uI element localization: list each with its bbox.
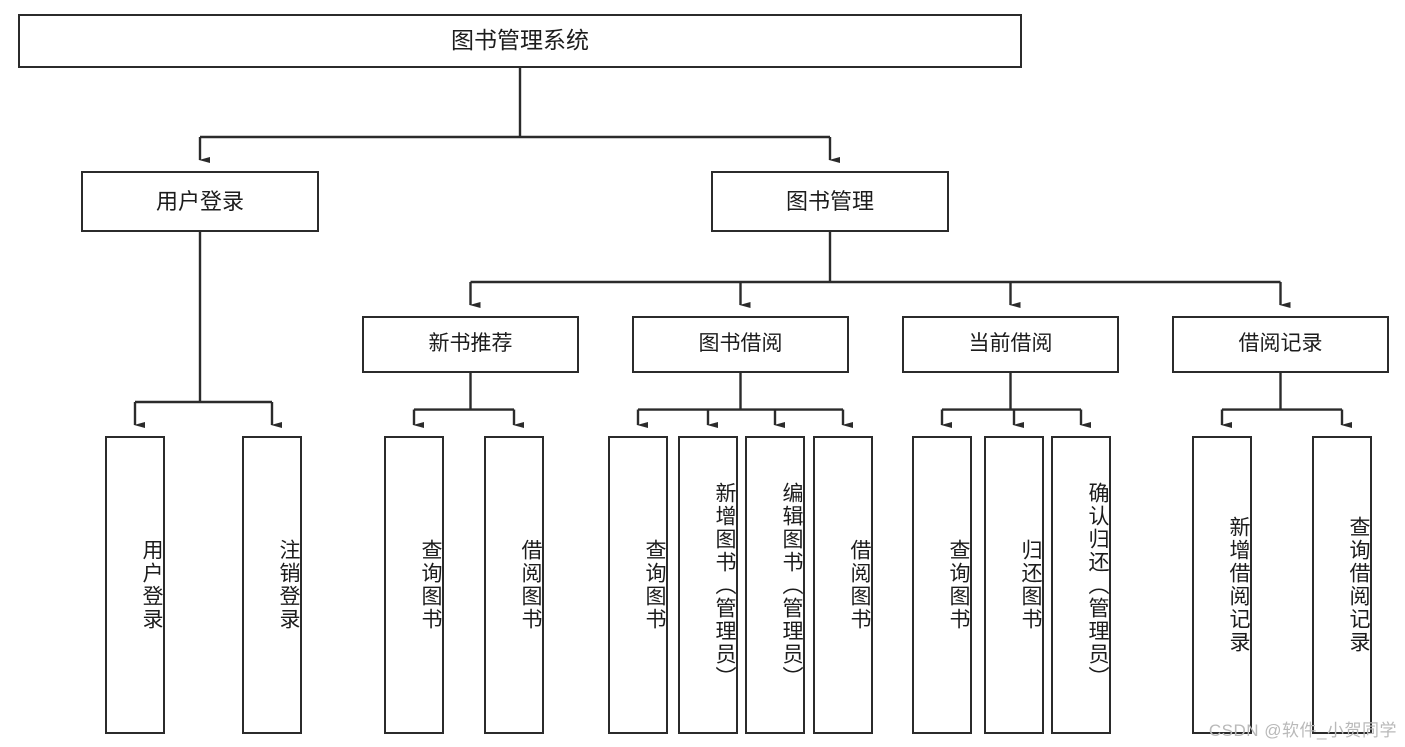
node-leaf-add-book-label: 新增图书（管理员） <box>713 481 736 689</box>
node-leaf-edit-book[interactable]: 编辑图书（管理员） <box>745 436 805 734</box>
node-new-book-recommend-label: 新书推荐 <box>428 332 513 356</box>
node-borrow-record-label: 借阅记录 <box>1238 332 1323 356</box>
node-leaf-add-borrow-record-label: 新增借阅记录 <box>1227 516 1250 654</box>
node-current-borrow-label: 当前借阅 <box>968 332 1053 356</box>
node-current-borrow[interactable]: 当前借阅 <box>902 316 1119 373</box>
node-book-borrow-label: 图书借阅 <box>698 332 783 356</box>
node-leaf-query-borrow-record-label: 查询借阅记录 <box>1347 516 1370 654</box>
node-root[interactable]: 图书管理系统 <box>18 14 1022 68</box>
node-leaf-query-book-1[interactable]: 查询图书 <box>384 436 444 734</box>
node-book-management-label: 图书管理 <box>785 188 874 214</box>
node-leaf-edit-book-label: 编辑图书（管理员） <box>780 481 803 689</box>
node-leaf-confirm-return-label: 确认归还（管理员） <box>1086 481 1109 689</box>
node-book-borrow[interactable]: 图书借阅 <box>632 316 849 373</box>
node-leaf-add-book[interactable]: 新增图书（管理员） <box>678 436 738 734</box>
node-user-login-label: 用户登录 <box>155 188 244 214</box>
node-leaf-return-book[interactable]: 归还图书 <box>984 436 1044 734</box>
node-leaf-query-book-1-label: 查询图书 <box>419 539 442 631</box>
node-leaf-query-book-2-label: 查询图书 <box>643 539 666 631</box>
node-book-management[interactable]: 图书管理 <box>711 171 949 232</box>
node-leaf-query-book-3-label: 查询图书 <box>947 539 970 631</box>
node-leaf-borrow-book-1[interactable]: 借阅图书 <box>484 436 544 734</box>
node-new-book-recommend[interactable]: 新书推荐 <box>362 316 579 373</box>
node-leaf-query-borrow-record[interactable]: 查询借阅记录 <box>1312 436 1372 734</box>
node-leaf-borrow-book-2-label: 借阅图书 <box>848 539 871 631</box>
node-leaf-borrow-book-1-label: 借阅图书 <box>519 539 542 631</box>
node-leaf-logout-login[interactable]: 注销登录 <box>242 436 302 734</box>
node-borrow-record[interactable]: 借阅记录 <box>1172 316 1389 373</box>
node-user-login[interactable]: 用户登录 <box>81 171 319 232</box>
node-leaf-confirm-return[interactable]: 确认归还（管理员） <box>1051 436 1111 734</box>
node-leaf-user-login-label: 用户登录 <box>140 539 163 631</box>
node-leaf-query-book-2[interactable]: 查询图书 <box>608 436 668 734</box>
node-leaf-borrow-book-2[interactable]: 借阅图书 <box>813 436 873 734</box>
node-leaf-return-book-label: 归还图书 <box>1019 539 1042 631</box>
node-root-label: 图书管理系统 <box>451 27 589 54</box>
watermark-text: CSDN @软件_小贺同学 <box>1208 721 1397 740</box>
node-leaf-query-book-3[interactable]: 查询图书 <box>912 436 972 734</box>
node-leaf-logout-login-label: 注销登录 <box>277 539 300 631</box>
node-leaf-user-login[interactable]: 用户登录 <box>105 436 165 734</box>
node-leaf-add-borrow-record[interactable]: 新增借阅记录 <box>1192 436 1252 734</box>
